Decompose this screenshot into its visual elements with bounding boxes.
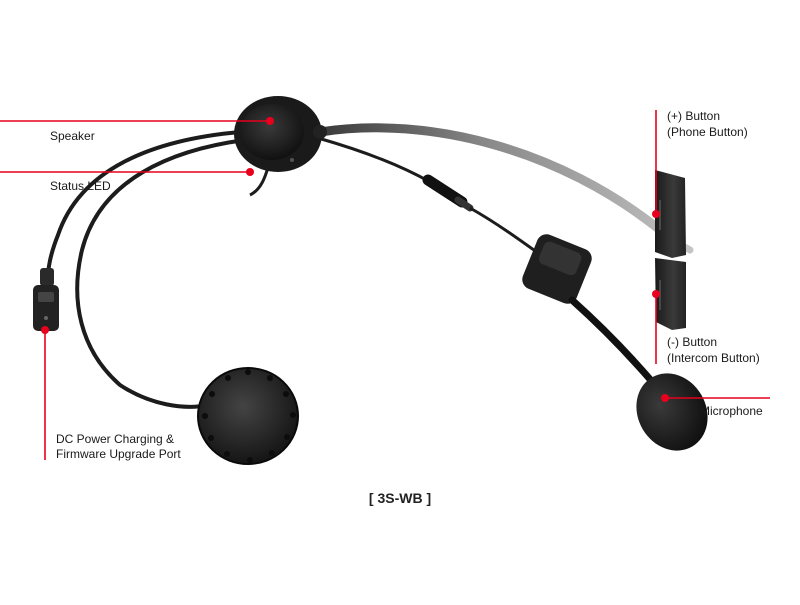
mic-boom bbox=[568, 296, 659, 389]
connector-cable bbox=[317, 136, 431, 184]
status-led-label: Status LED bbox=[50, 179, 111, 193]
headband-wire bbox=[45, 130, 247, 409]
inline-connector bbox=[422, 174, 474, 212]
microphone-label: Microphone bbox=[700, 404, 763, 418]
callouts bbox=[0, 110, 770, 460]
remote-control bbox=[655, 170, 686, 330]
speaker-unit bbox=[234, 96, 327, 172]
remote-cable bbox=[315, 123, 665, 235]
microphone-foam bbox=[636, 373, 708, 451]
model-caption: [ 3S-WB ] bbox=[368, 490, 432, 506]
plus-button-label-line1: (+) Button bbox=[667, 109, 721, 123]
speaker-label: Speaker bbox=[50, 129, 95, 143]
callout-dots bbox=[41, 117, 669, 402]
minus-button-label-line2: (Intercom Button) bbox=[667, 351, 760, 365]
ear-pad bbox=[197, 367, 299, 465]
dc-port-label-line1: DC Power Charging & bbox=[56, 432, 175, 446]
dc-port-module bbox=[33, 268, 59, 331]
mic-clip bbox=[522, 234, 592, 304]
minus-button-label-line1: (-) Button bbox=[667, 335, 718, 349]
dc-port-label-line2: Firmware Upgrade Port bbox=[56, 447, 181, 461]
plus-button-label-line2: (Phone Button) bbox=[667, 125, 748, 139]
